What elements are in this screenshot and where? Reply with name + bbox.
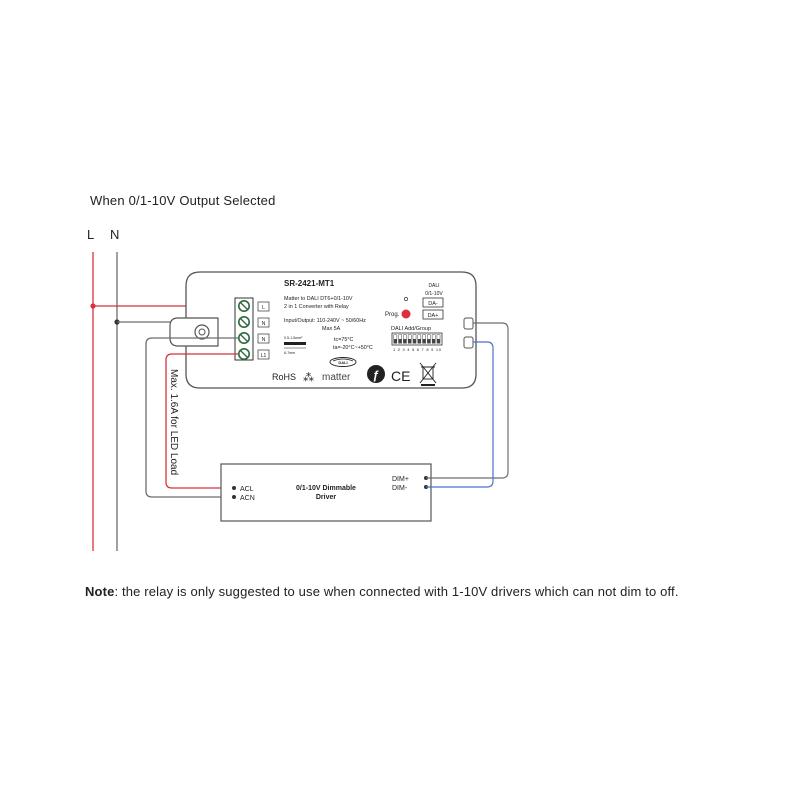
- acl-terminal-dot: [232, 486, 236, 490]
- dali-logo-icon: DALI: [329, 357, 357, 367]
- terminal-screws: [238, 299, 251, 360]
- cable-clamp: [169, 317, 219, 347]
- acl-label: ACL: [240, 486, 254, 493]
- dali-logo-text: DALI: [338, 360, 347, 365]
- terminal-tag-n1: N: [262, 321, 266, 327]
- device-model: SR-2421-MT1: [284, 279, 335, 288]
- dim-minus-wire: [426, 341, 494, 488]
- matter-logo: matter: [322, 372, 351, 383]
- terminal-tag-l: L: [262, 305, 265, 311]
- relay-note: Note: the relay is only suggested to use…: [85, 584, 679, 599]
- dim-plus-label: DIM+: [392, 476, 409, 483]
- n-to-acn-wire: [145, 337, 238, 498]
- line-n-label: N: [110, 227, 119, 242]
- output-dali-label: DALI: [428, 283, 439, 289]
- dip-switch-knob: [422, 335, 426, 339]
- terminal-tag-box: [257, 349, 270, 360]
- weee-bin-icon: [419, 362, 437, 386]
- load-limit-label: Max. 1.6A for LED Load: [168, 369, 179, 475]
- da-plus-label: DA+: [428, 313, 439, 319]
- dimmable-driver-box: [220, 463, 432, 522]
- dip-switch-knob: [432, 335, 435, 339]
- certification-logo-glyph: ƒ: [373, 368, 380, 382]
- acn-terminal-dot: [232, 495, 236, 499]
- wire-size-label: 0.5-1.5mm²: [284, 336, 303, 340]
- dip-switch-knob: [394, 335, 397, 339]
- prog-button[interactable]: [401, 309, 411, 319]
- terminal-tag-box: [257, 317, 270, 328]
- terminal-tag-n2: N: [262, 337, 266, 343]
- dali-addr-label: DALI Add/Group: [391, 326, 431, 332]
- device-desc2: 2 in 1 Converter with Relay: [284, 304, 349, 310]
- driver-title-2: Driver: [316, 494, 337, 501]
- note-label: Note: [85, 584, 115, 599]
- da-minus-label: DA-: [428, 301, 438, 307]
- device-max: Max 5A: [322, 326, 341, 332]
- dip-switch-knob: [437, 335, 440, 339]
- rohs-logo: RoHS: [272, 372, 296, 382]
- dip-switch-knob: [408, 335, 411, 339]
- strip-length-label: 6-7mm: [284, 351, 295, 355]
- certification-logo-icon: [367, 365, 385, 383]
- dip-switch-knob: [418, 335, 421, 339]
- dim-minus-label: DIM-: [392, 485, 408, 492]
- da-minus-box: [422, 297, 444, 308]
- note-text: : the relay is only suggested to use whe…: [114, 584, 679, 599]
- screw-slot: [239, 349, 249, 359]
- dip-switch-knob: [413, 335, 416, 339]
- terminal-tag-l1: L1: [261, 353, 267, 359]
- ce-mark: CE: [391, 368, 410, 384]
- terminal-tags: L N N L1: [257, 301, 270, 360]
- dip-switch-knob: [427, 335, 431, 339]
- dip-switch-knob: [403, 335, 407, 339]
- clamp-screw-inner: [198, 328, 206, 336]
- screw-slot: [239, 317, 249, 327]
- device-tc: tc=75°C: [334, 337, 353, 343]
- wire-strip-icon: [284, 342, 306, 345]
- output-terminal-upper: [463, 317, 474, 330]
- dip-numbers: 1 2 3 4 5 6 7 8 9 10: [393, 347, 442, 352]
- dip-cells: [393, 334, 441, 344]
- driver-title-1: 0/1-10V Dimmable: [296, 485, 356, 492]
- l1-to-acl-wire: [165, 353, 238, 489]
- dim-plus-wire: [426, 322, 509, 479]
- dip-switch-knob: [398, 335, 402, 339]
- diagram-heading: When 0/1-10V Output Selected: [90, 193, 276, 208]
- line-l-label: L: [87, 227, 94, 242]
- screw-slot: [239, 301, 249, 311]
- output-010v-label: 0/1-10V: [425, 291, 443, 297]
- device-io: Input/Output: 110-240V ~ 50/60Hz: [284, 318, 366, 324]
- matter-icon: ⁂: [303, 372, 314, 384]
- terminal-tag-box: [257, 333, 270, 344]
- device-desc1: Matter to DALI DT6+0/1-10V: [284, 296, 353, 302]
- screw-slot: [239, 333, 249, 343]
- terminal-tag-box: [257, 301, 270, 312]
- prog-label: Prog.: [385, 312, 400, 318]
- prog-indicator-dot: [404, 297, 408, 301]
- device-ta: ta=-20°C~+50°C: [333, 345, 373, 351]
- da-plus-box: [422, 309, 444, 320]
- terminal-block: [234, 297, 254, 361]
- output-terminal-lower: [463, 336, 474, 349]
- acn-label: ACN: [240, 495, 255, 502]
